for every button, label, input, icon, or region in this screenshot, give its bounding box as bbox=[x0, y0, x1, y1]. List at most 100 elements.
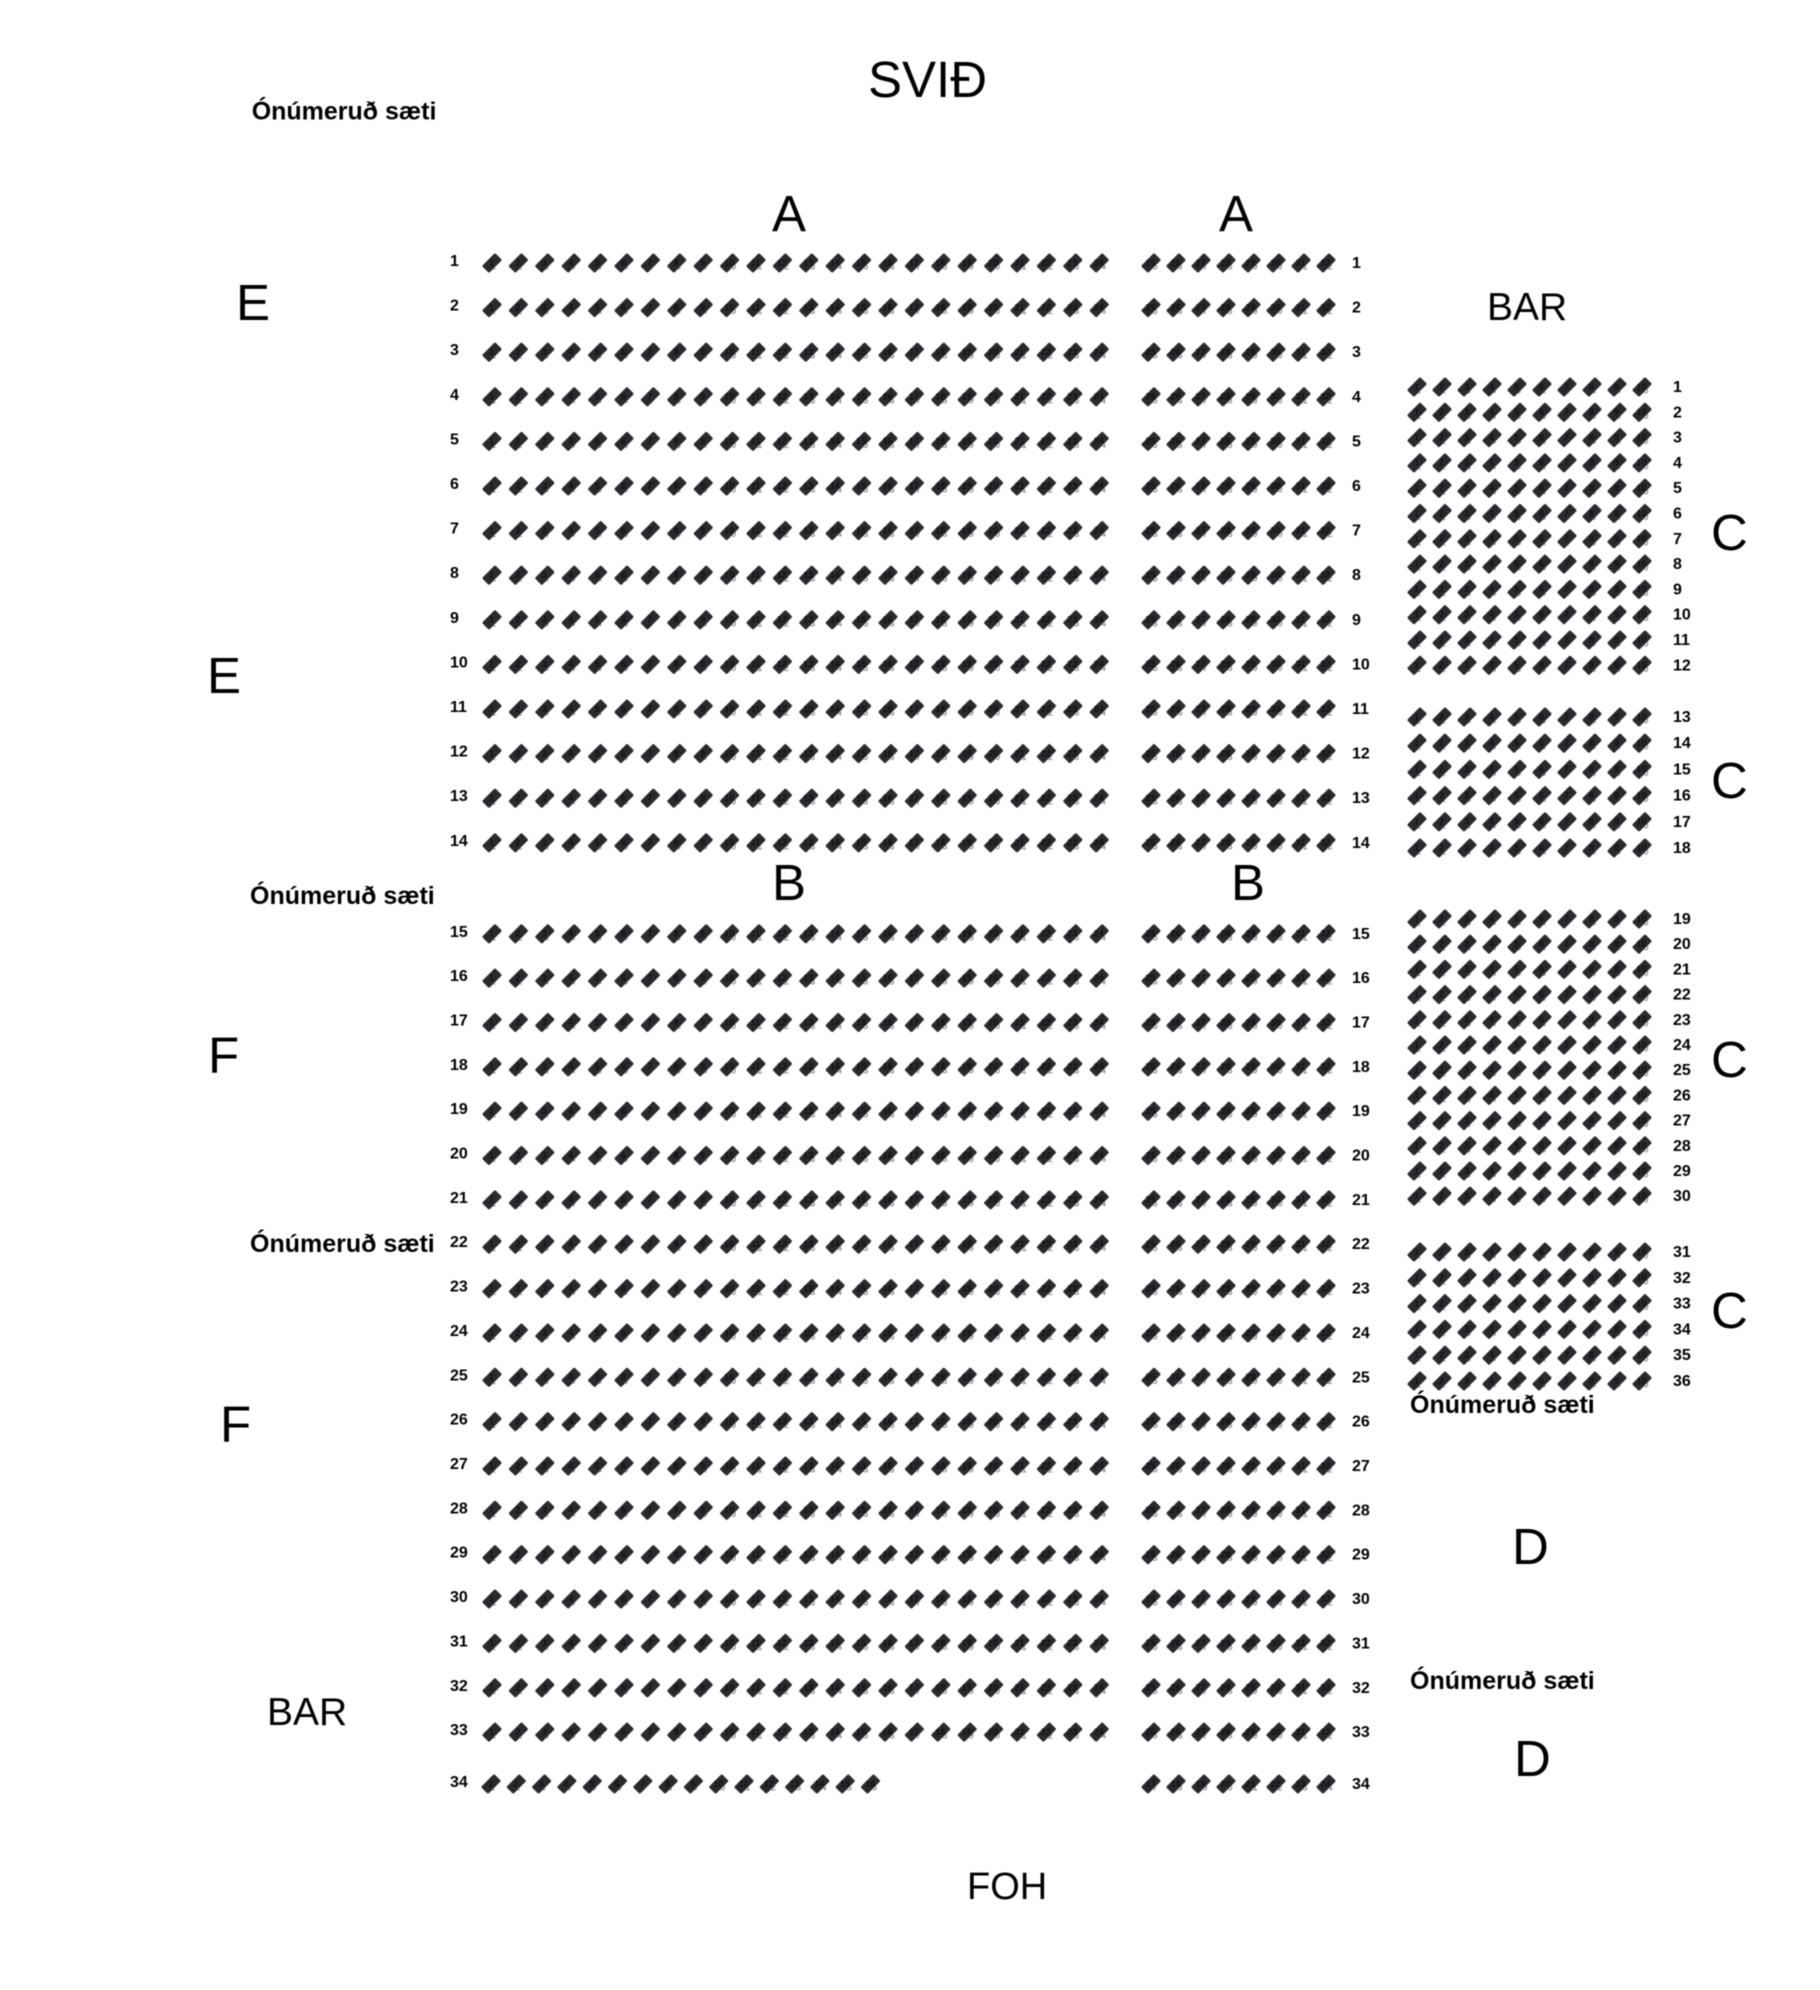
svg-text:12: 12 bbox=[777, 1727, 787, 1737]
svg-text:7: 7 bbox=[1564, 610, 1569, 620]
svg-text:18: 18 bbox=[935, 347, 945, 357]
svg-text:30: 30 bbox=[1270, 748, 1280, 758]
svg-text:24: 24 bbox=[1094, 1594, 1104, 1604]
svg-text:11: 11 bbox=[751, 1683, 761, 1693]
svg-text:7: 7 bbox=[647, 748, 652, 758]
svg-text:20: 20 bbox=[1352, 1148, 1370, 1165]
svg-text:24: 24 bbox=[1094, 1505, 1104, 1515]
svg-text:22: 22 bbox=[1041, 525, 1051, 535]
svg-text:27: 27 bbox=[1195, 1505, 1205, 1515]
svg-text:2: 2 bbox=[515, 1328, 520, 1338]
svg-text:2: 2 bbox=[515, 1106, 520, 1116]
svg-text:8: 8 bbox=[674, 1683, 679, 1693]
svg-text:SVIÐ: SVIÐ bbox=[868, 51, 987, 108]
svg-text:2: 2 bbox=[515, 1372, 520, 1382]
svg-text:2: 2 bbox=[1439, 610, 1444, 620]
svg-text:3: 3 bbox=[1464, 790, 1469, 800]
svg-text:6: 6 bbox=[614, 1779, 619, 1789]
svg-text:26: 26 bbox=[1170, 838, 1180, 848]
svg-text:24: 24 bbox=[1094, 704, 1104, 714]
svg-text:30: 30 bbox=[1270, 1594, 1280, 1604]
svg-text:13: 13 bbox=[803, 392, 813, 402]
svg-text:23: 23 bbox=[1067, 1283, 1077, 1293]
svg-text:1: 1 bbox=[489, 1239, 494, 1249]
svg-text:2: 2 bbox=[1352, 300, 1361, 317]
svg-text:3: 3 bbox=[1464, 712, 1469, 722]
svg-text:4: 4 bbox=[568, 659, 573, 669]
svg-text:13: 13 bbox=[789, 1779, 799, 1789]
svg-text:20: 20 bbox=[988, 1150, 998, 1160]
svg-text:8: 8 bbox=[674, 1106, 679, 1116]
svg-text:13: 13 bbox=[803, 436, 813, 446]
svg-text:14: 14 bbox=[830, 1283, 840, 1293]
svg-text:3: 3 bbox=[1352, 344, 1361, 361]
svg-text:24: 24 bbox=[1094, 929, 1104, 939]
svg-text:28: 28 bbox=[1220, 838, 1230, 848]
svg-text:31: 31 bbox=[1295, 570, 1305, 580]
svg-text:3: 3 bbox=[450, 342, 459, 359]
svg-text:4: 4 bbox=[1489, 790, 1494, 800]
svg-text:24: 24 bbox=[1094, 347, 1104, 357]
svg-text:5: 5 bbox=[589, 1779, 594, 1789]
svg-text:29: 29 bbox=[1245, 838, 1255, 848]
svg-text:9: 9 bbox=[1614, 1015, 1619, 1025]
svg-text:14: 14 bbox=[830, 1328, 840, 1338]
svg-text:13: 13 bbox=[803, 929, 813, 939]
svg-text:8: 8 bbox=[1589, 1166, 1594, 1176]
svg-text:18: 18 bbox=[935, 793, 945, 803]
svg-text:32: 32 bbox=[1320, 929, 1330, 939]
svg-text:9: 9 bbox=[700, 258, 705, 268]
svg-text:20: 20 bbox=[988, 436, 998, 446]
svg-text:7: 7 bbox=[647, 1239, 652, 1249]
svg-text:4: 4 bbox=[1489, 584, 1494, 594]
svg-text:23: 23 bbox=[1067, 570, 1077, 580]
svg-text:28: 28 bbox=[1220, 1417, 1230, 1427]
svg-text:7: 7 bbox=[647, 1683, 652, 1693]
svg-text:32: 32 bbox=[1320, 1638, 1330, 1648]
svg-text:8: 8 bbox=[674, 1150, 679, 1160]
svg-text:19: 19 bbox=[962, 258, 972, 268]
svg-text:11: 11 bbox=[751, 1239, 761, 1249]
svg-text:8: 8 bbox=[674, 1461, 679, 1471]
svg-text:4: 4 bbox=[1489, 1065, 1494, 1075]
svg-text:31: 31 bbox=[1295, 436, 1305, 446]
svg-text:5: 5 bbox=[1514, 989, 1519, 999]
svg-text:27: 27 bbox=[1195, 1683, 1205, 1693]
svg-text:20: 20 bbox=[988, 1594, 998, 1604]
svg-text:12: 12 bbox=[777, 1638, 787, 1648]
svg-text:1: 1 bbox=[489, 481, 494, 491]
svg-text:19: 19 bbox=[962, 1683, 972, 1693]
svg-text:23: 23 bbox=[1067, 525, 1077, 535]
svg-text:12: 12 bbox=[777, 1195, 787, 1205]
svg-text:4: 4 bbox=[1489, 1324, 1494, 1334]
svg-text:5: 5 bbox=[595, 1195, 600, 1205]
svg-text:21: 21 bbox=[1014, 481, 1024, 491]
svg-text:8: 8 bbox=[674, 838, 679, 848]
svg-text:6: 6 bbox=[621, 1683, 626, 1693]
svg-text:27: 27 bbox=[1195, 525, 1205, 535]
svg-text:26: 26 bbox=[1170, 1062, 1180, 1072]
svg-text:6: 6 bbox=[621, 704, 626, 714]
svg-text:3: 3 bbox=[542, 302, 547, 312]
svg-text:1: 1 bbox=[1414, 534, 1419, 544]
svg-text:11: 11 bbox=[751, 704, 761, 714]
svg-text:2: 2 bbox=[515, 1683, 520, 1693]
svg-text:26: 26 bbox=[1170, 1150, 1180, 1160]
svg-text:8: 8 bbox=[1589, 1298, 1594, 1308]
svg-text:1: 1 bbox=[489, 1550, 494, 1560]
svg-text:31: 31 bbox=[1295, 1594, 1305, 1604]
svg-text:31: 31 bbox=[1295, 1106, 1305, 1116]
svg-text:21: 21 bbox=[1014, 1062, 1024, 1072]
svg-text:1: 1 bbox=[489, 1017, 494, 1027]
svg-text:32: 32 bbox=[1320, 1062, 1330, 1072]
svg-text:28: 28 bbox=[1220, 1683, 1230, 1693]
svg-text:13: 13 bbox=[803, 570, 813, 580]
svg-text:23: 23 bbox=[1067, 973, 1077, 983]
svg-text:24: 24 bbox=[1320, 1779, 1330, 1789]
svg-text:24: 24 bbox=[1094, 1017, 1104, 1027]
svg-text:29: 29 bbox=[1245, 1727, 1255, 1737]
svg-text:10: 10 bbox=[724, 347, 734, 357]
svg-text:9: 9 bbox=[1614, 1376, 1619, 1386]
svg-text:9: 9 bbox=[1614, 1324, 1619, 1334]
svg-text:19: 19 bbox=[962, 1417, 972, 1427]
